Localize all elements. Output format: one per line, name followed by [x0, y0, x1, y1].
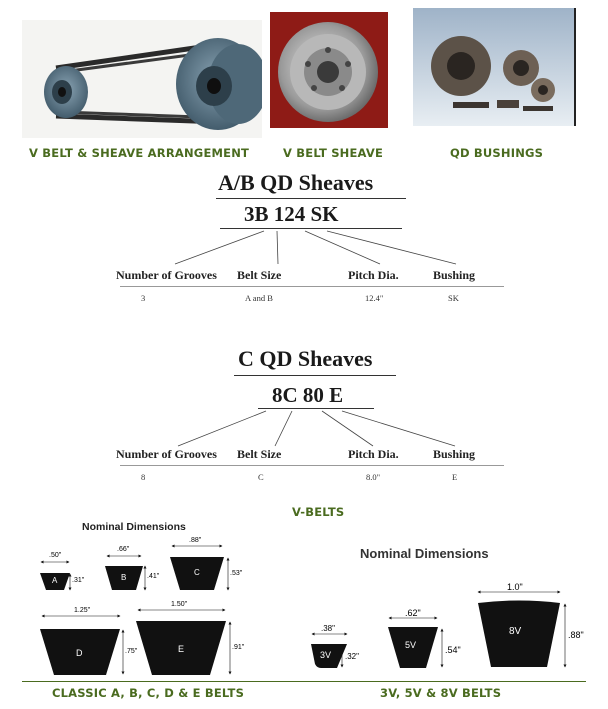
c-header-grooves: Number of Grooves — [116, 447, 217, 461]
belt-c-height: .53" — [230, 570, 243, 577]
c-model-code: 8C 80 E — [272, 383, 344, 407]
belt-a-height: .31" — [72, 577, 85, 584]
belt-c-letter: C — [194, 568, 200, 577]
belt-8v-letter: 8V — [509, 626, 522, 637]
caption-belt-sheave-arrangement: V BELT & SHEAVE ARRANGEMENT — [29, 146, 250, 160]
c-section-title: C QD Sheaves — [238, 346, 373, 371]
belt-5v-letter: 5V — [405, 640, 417, 650]
v-belt-sheave-photo — [270, 12, 388, 128]
ab-model-rule — [220, 228, 402, 229]
belt-c-shape — [170, 557, 224, 590]
belt-3v-shape — [311, 644, 347, 668]
bottom-rule — [22, 681, 586, 682]
caption-v-belt-sheave: V BELT SHEAVE — [283, 146, 384, 160]
ab-value-bushing: SK — [448, 293, 459, 303]
ab-header-grooves: Number of Grooves — [116, 268, 217, 282]
belt-sheave-arrangement-photo — [22, 20, 262, 138]
c-header-bushing: Bushing — [433, 447, 476, 461]
belt-d-shape — [40, 629, 120, 675]
belt-8v-shape — [478, 600, 560, 667]
belt-e-letter: E — [178, 644, 185, 654]
ab-value-belt-size: A and B — [245, 293, 273, 303]
belt-d-height: .75" — [125, 648, 138, 655]
v-belts-heading: V-BELTS — [292, 505, 345, 519]
qd-bushings-photo — [413, 8, 576, 126]
ab-section-title: A/B QD Sheaves — [218, 170, 374, 195]
ab-header-pitch-dia: Pitch Dia. — [348, 268, 399, 282]
ab-header-belt-size: Belt Size — [237, 268, 282, 282]
belt-3v-height: .32" — [345, 652, 359, 661]
ab-title-rule — [216, 198, 406, 199]
belt-8v-height: .88" — [568, 630, 584, 640]
c-model-rule — [258, 408, 374, 409]
c-table-rule — [120, 465, 504, 466]
belt-d-width: 1.25" — [74, 607, 91, 614]
belt-b-shape — [105, 566, 143, 590]
belt-5v-height: .54" — [445, 645, 461, 655]
belt-b-letter: B — [121, 573, 127, 582]
caption-qd-bushings: QD BUSHINGS — [450, 146, 544, 160]
belt-e-height: .91" — [232, 644, 245, 651]
belt-e-shape — [136, 621, 226, 675]
c-title-rule — [234, 375, 396, 376]
belt-5v-shape — [388, 627, 438, 668]
belt-5v-width: .62" — [405, 608, 421, 618]
belt-b-height: .41" — [147, 573, 160, 580]
caption-classic-belts: CLASSIC A, B, C, D & E BELTS — [52, 686, 245, 700]
belt-b-width: .66" — [117, 546, 130, 553]
c-value-bushing: E — [452, 472, 458, 482]
belt-a-letter: A — [52, 576, 58, 585]
c-value-pitch-dia: 8.0" — [366, 472, 381, 482]
belt-d-letter: D — [76, 648, 83, 658]
ab-value-grooves: 3 — [141, 293, 146, 303]
ab-header-bushing: Bushing — [433, 268, 476, 282]
belt-8v-width: 1.0" — [507, 582, 523, 592]
ab-model-code: 3B 124 SK — [244, 202, 339, 226]
c-value-belt-size: C — [258, 472, 264, 482]
belt-c-width: .88" — [189, 537, 202, 544]
ab-value-pitch-dia: 12.4" — [365, 293, 384, 303]
c-value-grooves: 8 — [141, 472, 146, 482]
classic-nominal-dimensions-label: Nominal Dimensions — [82, 521, 186, 533]
c-header-pitch-dia: Pitch Dia. — [348, 447, 399, 461]
belt-e-width: 1.50" — [171, 601, 188, 608]
ab-table-rule — [120, 286, 504, 287]
narrow-nominal-dimensions-label: Nominal Dimensions — [360, 546, 489, 561]
belt-3v-letter: 3V — [320, 650, 332, 660]
belt-a-width: .50" — [49, 552, 62, 559]
c-header-belt-size: Belt Size — [237, 447, 282, 461]
caption-narrow-belts: 3V, 5V & 8V BELTS — [380, 686, 502, 700]
belt-a-shape — [40, 573, 70, 590]
belt-3v-width: .38" — [321, 624, 335, 633]
